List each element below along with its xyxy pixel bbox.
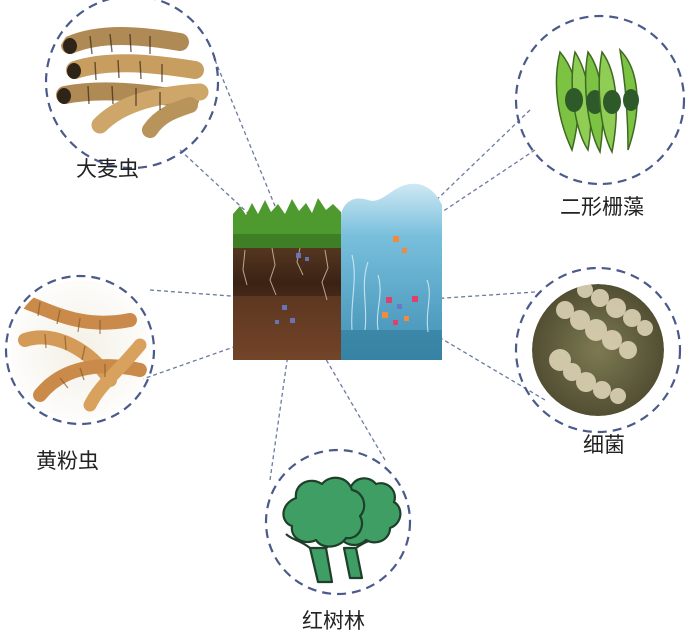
label-bacteria: 细菌 — [583, 433, 625, 457]
microplastic-particles — [382, 236, 418, 325]
dashed-circles — [4, 0, 686, 596]
label-yellow-mealworm: 黄粉虫 — [36, 449, 99, 473]
label-mangrove: 红树林 — [302, 609, 365, 633]
connector-large-mealworm-b — [214, 59, 299, 263]
labels: 大麦虫 黄粉虫 红树林 二形栅藻 细菌 — [36, 157, 644, 633]
water-section — [341, 183, 442, 360]
soil-section — [233, 198, 341, 360]
circle-yellow-mealworm — [4, 274, 156, 426]
label-scenedesmus: 二形栅藻 — [560, 195, 644, 219]
yellow-mealworm-image — [10, 280, 150, 420]
connector-bacteria-b — [409, 319, 546, 401]
mangrove-tree-icon — [282, 476, 402, 584]
circle-scenedesmus — [514, 14, 686, 186]
circle-large-mealworm — [44, 0, 220, 170]
circle-bacteria — [514, 266, 682, 434]
ecosystem-illustration — [233, 183, 442, 360]
circle-mangrove — [264, 448, 412, 596]
large-mealworm-image — [52, 2, 212, 162]
connector-mangrove-a — [269, 339, 291, 481]
connector-large-mealworm-a — [179, 149, 251, 216]
bacteria-image — [532, 284, 664, 416]
scenedesmus-image — [555, 47, 639, 155]
label-large-mealworm: 大麦虫 — [76, 157, 139, 181]
